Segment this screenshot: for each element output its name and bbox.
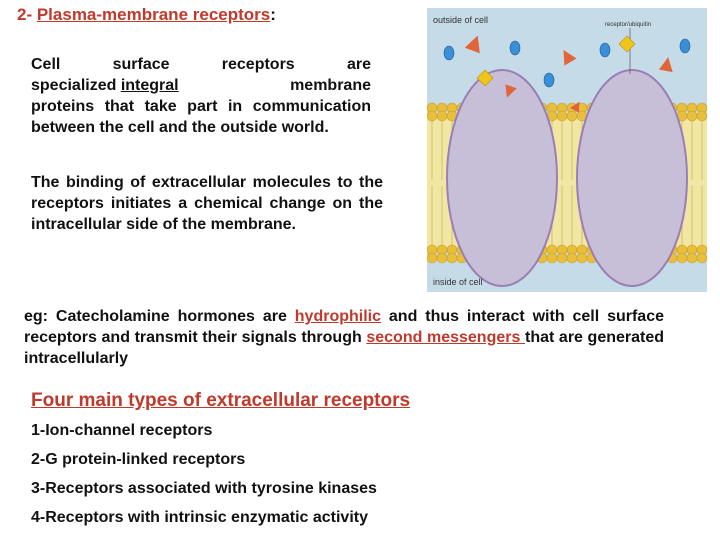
receptor-type-item: 2-G protein-linked receptors (31, 451, 246, 468)
ligand-triangle (563, 49, 577, 66)
membrane-receptor-diagram: outside of cell receptor/ubiquitin insid… (426, 8, 708, 292)
ligand-circle (509, 40, 521, 56)
receptor-label: receptor/ubiquitin (605, 22, 651, 28)
receptor-definition-paragraph: Cell surface receptors are specialized i… (31, 54, 371, 138)
inside-cell-label: inside of cell (433, 277, 483, 287)
ligand-circle (443, 45, 455, 61)
text-segment: and thus interact with cell surface rece… (24, 308, 664, 346)
receptor-types-heading: Four main types of extracellular recepto… (31, 390, 411, 411)
ligands (443, 35, 691, 113)
lipid-head (556, 110, 568, 122)
lipid-head (686, 110, 698, 122)
text-segment: that are generated intracellularly (24, 329, 665, 367)
text-segment: eg: Catecholamine hormones are (24, 308, 295, 325)
page-title: 2- Plasma-membrane receptors: (17, 5, 276, 25)
lipid-head (576, 252, 588, 264)
lipid-head (566, 252, 578, 264)
paragraph1-rest: proteins that take part in communication… (31, 98, 371, 136)
paragraph1-line1: Cell surface receptors are (31, 54, 371, 75)
lipid-head (436, 252, 448, 264)
integral-term: integral (120, 77, 179, 94)
example-paragraph: eg: Catecholamine hormones are hydrophil… (24, 306, 664, 369)
title-main: Plasma-membrane receptors (36, 5, 271, 24)
word: receptors (221, 56, 295, 73)
word: are (346, 56, 371, 73)
receptor-type-item: 4-Receptors with intrinsic enzymatic act… (31, 509, 368, 526)
lipid-head (556, 252, 568, 264)
lipid-head (426, 252, 438, 264)
title-colon: : (270, 5, 276, 24)
ligand-circle (543, 72, 555, 88)
ligand-circle (679, 38, 691, 54)
ligand-diamond (618, 35, 636, 53)
ligand-triangle (505, 84, 517, 98)
binding-paragraph: The binding of extracellular molecules t… (31, 174, 383, 233)
lipid-head (696, 110, 708, 122)
text-segment: membrane (290, 77, 371, 94)
lipid-head (546, 252, 558, 264)
lipid-head (696, 252, 708, 264)
receptors (446, 28, 688, 287)
lipid-head (676, 252, 688, 264)
receptor-type-item: 3-Receptors associated with tyrosine kin… (31, 480, 377, 497)
lipid-head (686, 252, 698, 264)
paragraph1-line2: specialized integral membrane (31, 75, 371, 96)
ligand-triangle (658, 57, 673, 73)
lipid-head (436, 110, 448, 122)
text-segment: specialized (31, 77, 121, 94)
word: Cell (31, 56, 61, 73)
ligand-circle (599, 42, 611, 58)
membrane-diagram-svg: outside of cell receptor/ubiquitin insid… (426, 15, 708, 287)
ligand-diamond (476, 69, 494, 87)
receptor-protein (576, 69, 688, 287)
receptor-protein (446, 69, 558, 287)
word: surface (112, 56, 170, 73)
second-messengers-term: second messengers (366, 329, 525, 346)
outside-cell-label: outside of cell (433, 15, 488, 25)
ligand-triangle (464, 35, 480, 54)
title-prefix: 2- (17, 5, 37, 24)
ligand-triangle (570, 101, 580, 113)
receptor-type-item: 1-Ion-channel receptors (31, 422, 213, 439)
lipid-head (566, 110, 578, 122)
hydrophilic-term: hydrophilic (294, 308, 381, 325)
lipid-head (446, 252, 458, 264)
lipid-head (426, 110, 438, 122)
